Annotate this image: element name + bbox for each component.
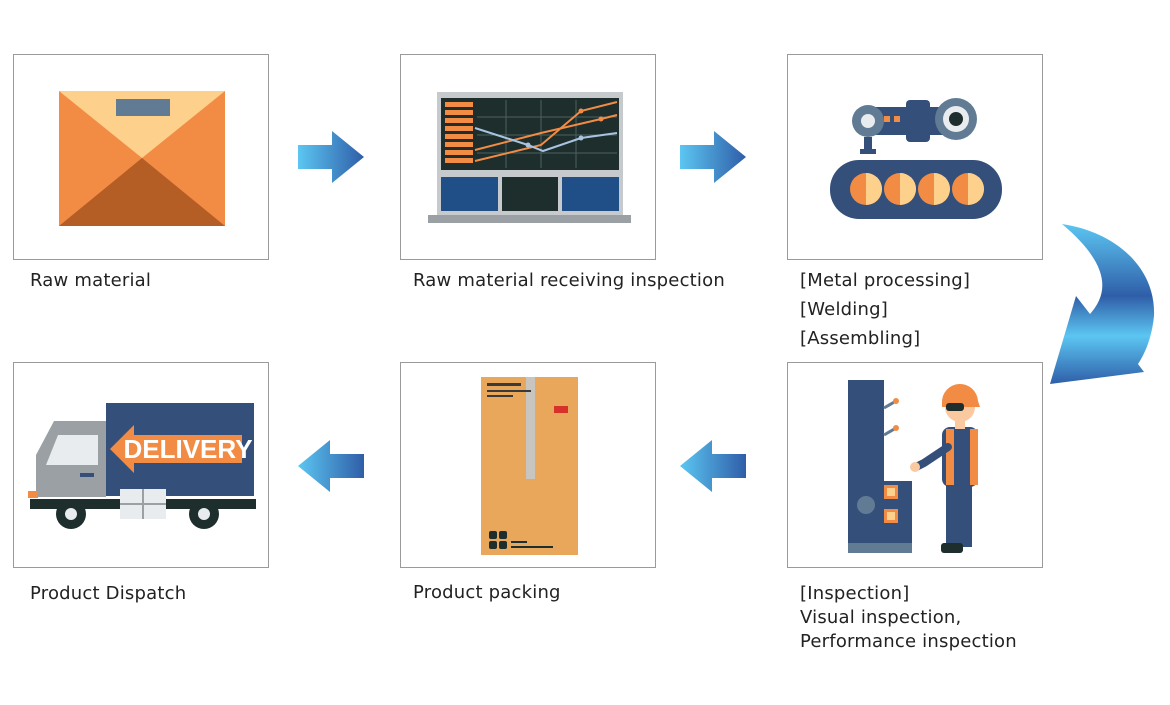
- curved-arrow-down: [1050, 224, 1155, 384]
- step-label-processing: [Metal processing] [Welding] [Assembling…: [800, 270, 971, 349]
- arrow-left-2: [298, 440, 364, 492]
- step-label-dispatch: Product Dispatch: [30, 583, 187, 604]
- step-label-inspection: [Inspection] Visual inspection, Performa…: [800, 583, 1017, 652]
- monitor-chart-icon: [428, 92, 631, 223]
- delivery-truck-icon: DELIVERY: [28, 403, 256, 529]
- arrow-left-1: [680, 440, 746, 492]
- step-card-receiving-inspection: [400, 54, 656, 260]
- step-card-processing: [787, 54, 1043, 260]
- step-label-packing: Product packing: [413, 582, 561, 603]
- carton-box-icon: [481, 377, 578, 555]
- step-label-receiving-inspection: Raw material receiving inspection: [413, 270, 725, 291]
- box-icon: [59, 91, 225, 226]
- arrow-right-1: [298, 131, 364, 183]
- step-card-packing: [400, 362, 656, 568]
- step-label-raw-material: Raw material: [30, 270, 152, 291]
- worker-machine-icon: [848, 380, 980, 553]
- step-card-dispatch: DELIVERY: [13, 362, 269, 568]
- truck-delivery-text: DELIVERY: [123, 434, 252, 464]
- arrow-right-2: [680, 131, 746, 183]
- robot-arm-conveyor-icon: [830, 98, 1002, 219]
- step-card-inspection: [787, 362, 1043, 568]
- step-card-raw-material: [13, 54, 269, 260]
